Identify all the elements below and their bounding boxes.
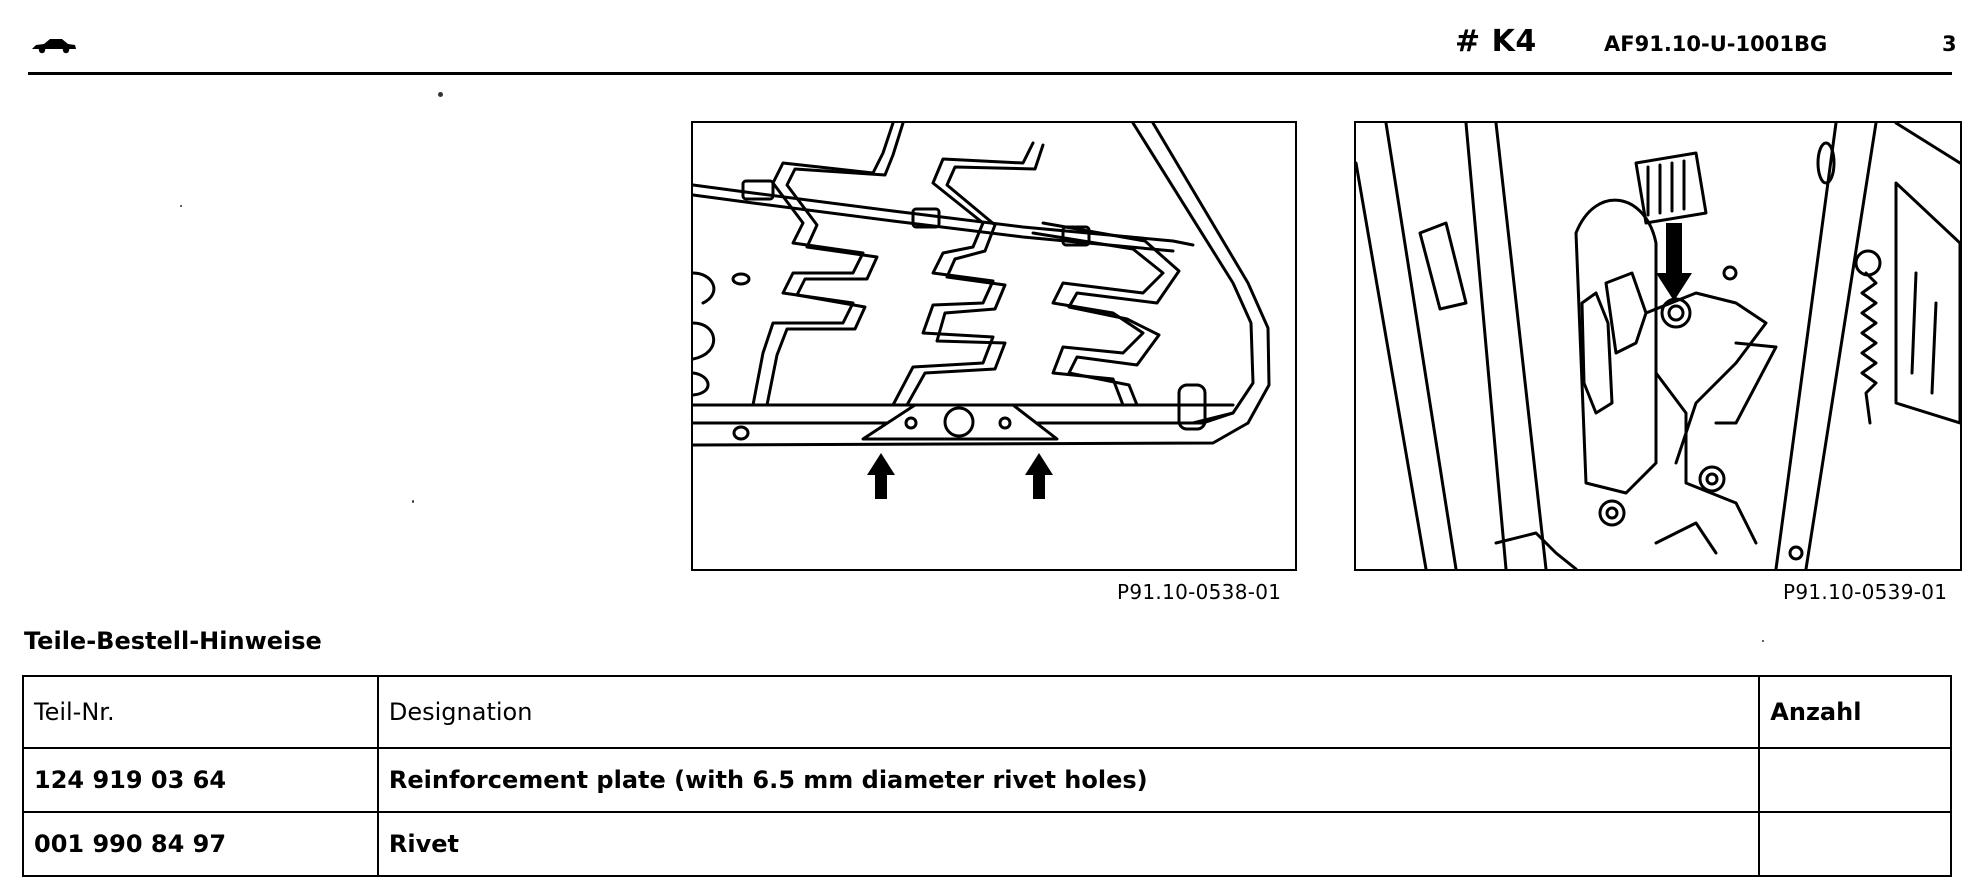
backrest-latch-illustration: [1356, 123, 1960, 569]
quantity-cell: [1758, 747, 1952, 813]
figure-caption: P91.10-0539-01: [1783, 580, 1948, 604]
column-header-designation: Designation: [376, 675, 1761, 749]
designation-cell: Rivet: [376, 811, 1761, 877]
parts-table: Teil-Nr. Designation Anzahl 124 919 03 6…: [22, 675, 1952, 877]
figure-seat-frame: [691, 121, 1297, 571]
table-row: 001 990 84 97 Rivet: [22, 811, 1952, 877]
column-header-part-no: Teil-Nr.: [22, 675, 379, 749]
scan-speck: [438, 92, 443, 97]
page-number: 3: [1942, 32, 1957, 56]
part-number-cell: 001 990 84 97: [22, 811, 379, 877]
table-row: 124 919 03 64 Reinforcement plate (with …: [22, 747, 1952, 813]
document-code: # K4: [1455, 24, 1537, 59]
scan-speck: [180, 205, 182, 207]
quantity-cell: [1758, 811, 1952, 877]
seat-frame-illustration: [693, 123, 1271, 499]
table-header-row: Teil-Nr. Designation Anzahl: [22, 675, 1952, 749]
figure-backrest-latch: [1354, 121, 1962, 571]
designation-cell: Reinforcement plate (with 6.5 mm diamete…: [376, 747, 1761, 813]
column-header-quantity: Anzahl: [1758, 675, 1952, 749]
part-number-cell: 124 919 03 64: [22, 747, 379, 813]
header-divider: [28, 72, 1952, 75]
document-reference: AF91.10-U-1001BG: [1604, 32, 1828, 56]
car-icon: [32, 39, 76, 54]
pointer-arrows: [867, 453, 1053, 499]
section-title: Teile-Bestell-Hinweise: [24, 627, 322, 655]
pointer-arrow: [1656, 223, 1692, 301]
scan-speck: [412, 500, 414, 503]
scan-speck: [1762, 640, 1764, 642]
figure-caption: P91.10-0538-01: [1117, 580, 1282, 604]
